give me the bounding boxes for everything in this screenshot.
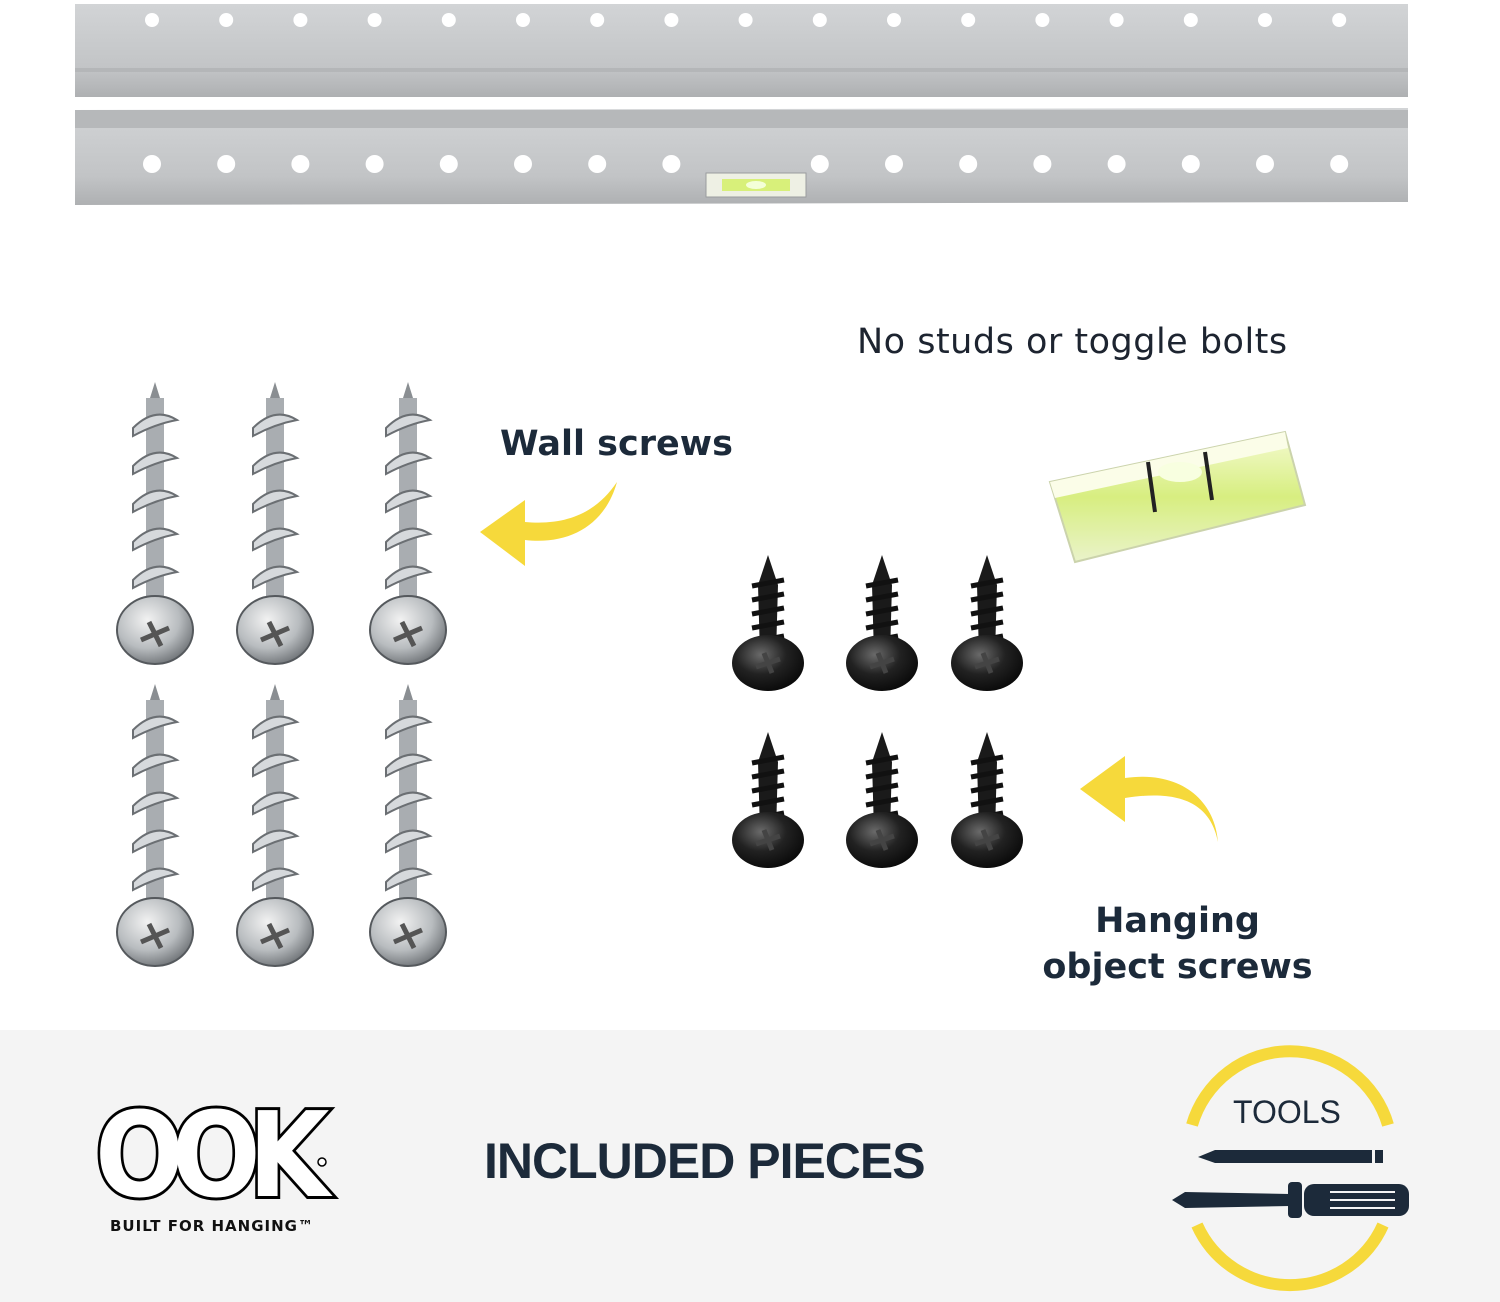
footer-band bbox=[0, 1030, 1500, 1302]
rail-hole bbox=[365, 155, 384, 173]
rail-hole bbox=[887, 13, 901, 27]
rail-hole bbox=[1033, 155, 1052, 173]
rail-hole bbox=[664, 13, 679, 27]
rail-hole bbox=[1332, 13, 1347, 27]
brand-name: OOK bbox=[95, 1086, 333, 1224]
tools-badge bbox=[1172, 1045, 1409, 1292]
hanging-screw bbox=[732, 732, 804, 868]
rail-hole bbox=[516, 13, 530, 27]
rail-hole bbox=[441, 13, 456, 27]
wall-screw bbox=[236, 382, 314, 665]
arrow-left-icon bbox=[480, 482, 617, 566]
rail-hole bbox=[738, 13, 753, 27]
pencil-icon bbox=[1198, 1150, 1383, 1163]
rail-hole bbox=[1256, 155, 1274, 173]
rail-hole bbox=[514, 155, 532, 173]
rail-hole bbox=[1107, 155, 1126, 173]
rail-hole bbox=[662, 155, 681, 173]
bottom-rail bbox=[75, 108, 1408, 205]
registered-mark bbox=[317, 1157, 327, 1167]
rail-hole bbox=[145, 13, 159, 27]
rail-hole bbox=[1035, 13, 1050, 27]
rail-hole bbox=[1330, 155, 1349, 173]
wall-screws-label: Wall screws bbox=[500, 424, 733, 464]
rail-hole bbox=[439, 155, 458, 173]
rail-hole bbox=[293, 13, 308, 27]
rail-hole bbox=[885, 155, 903, 173]
bubble-level-icon bbox=[1048, 430, 1307, 564]
wall-screw bbox=[116, 684, 194, 967]
rail-hole bbox=[1181, 155, 1200, 173]
rail-hole bbox=[959, 155, 978, 173]
rail-hole bbox=[1258, 13, 1272, 27]
rail-hole bbox=[219, 13, 234, 27]
arrow-curve-icon bbox=[1080, 756, 1218, 842]
hanging-screw bbox=[951, 732, 1023, 868]
wall-screw bbox=[116, 382, 194, 665]
rail-hole bbox=[143, 155, 161, 173]
rail-hole bbox=[812, 13, 827, 27]
rail-hole bbox=[1109, 13, 1124, 27]
rail-hole bbox=[588, 155, 607, 173]
brand-tagline: BUILT FOR HANGING™ bbox=[110, 1217, 314, 1235]
rail-hole bbox=[590, 13, 605, 27]
wall-screw bbox=[369, 684, 447, 967]
hanging-screws-line1: Hanging bbox=[1095, 901, 1260, 941]
hanging-screw bbox=[846, 555, 918, 691]
screwdriver-icon bbox=[1172, 1182, 1409, 1218]
rail-hole bbox=[961, 13, 976, 27]
hanging-screw bbox=[951, 555, 1023, 691]
wall-screw bbox=[369, 382, 447, 665]
rail-hole bbox=[217, 155, 236, 173]
hanging-screw bbox=[732, 555, 804, 691]
hanging-screw bbox=[846, 732, 918, 868]
rail-hole bbox=[367, 13, 382, 27]
rail-hole bbox=[810, 155, 829, 173]
no-studs-caption: No studs or toggle bolts bbox=[857, 322, 1288, 362]
ook-logo: OOK bbox=[92, 1083, 350, 1227]
rail-hole bbox=[1183, 13, 1198, 27]
wall-screw bbox=[236, 684, 314, 967]
included-pieces-title: INCLUDED PIECES bbox=[484, 1133, 926, 1189]
hanging-screws-label: Hanging object screws bbox=[1040, 898, 1315, 990]
rail-level-icon bbox=[705, 172, 807, 198]
rail-hole bbox=[291, 155, 310, 173]
hanging-screws-line2: object screws bbox=[1042, 947, 1313, 987]
tools-badge-label: TOOLS bbox=[1233, 1094, 1341, 1130]
top-rail bbox=[75, 4, 1408, 97]
